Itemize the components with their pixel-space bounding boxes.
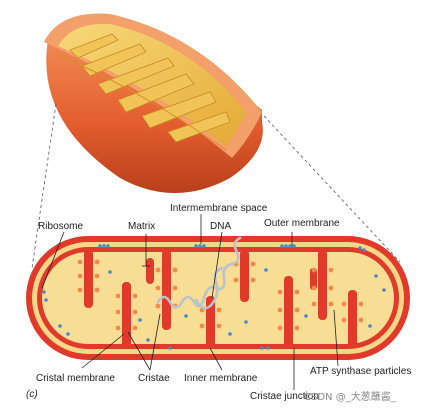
mitochondrion-3d-illustration (44, 13, 263, 193)
label-ribosome: Ribosome (38, 221, 84, 232)
cross-section (26, 236, 410, 360)
label-inner-membrane: Inner membrane (184, 373, 258, 384)
label-intermembrane-space: Intermembrane space (170, 203, 268, 214)
label-cristae-junction: Cristae junction (250, 391, 319, 402)
matrix-shape (42, 252, 394, 344)
label-atp-synthase-particles: ATP synthase particles (310, 366, 412, 377)
label-dna: DNA (210, 221, 232, 232)
label-matrix: Matrix (128, 221, 156, 232)
label-outer-membrane: Outer membrane (264, 218, 340, 229)
ribosomes (42, 244, 386, 350)
projection-lines (31, 103, 401, 269)
inner-cavity (58, 23, 246, 146)
cristae-ridges-3d (69, 33, 231, 143)
watermark: CSDN @_大葱蘸酱_ (304, 392, 396, 403)
leader-lines (41, 214, 339, 390)
cristae-folds (84, 250, 357, 348)
label-cristae: Cristae (138, 373, 170, 384)
panel-letter: (c) (26, 389, 38, 400)
label-cristal-membrane: Cristal membrane (36, 373, 115, 384)
